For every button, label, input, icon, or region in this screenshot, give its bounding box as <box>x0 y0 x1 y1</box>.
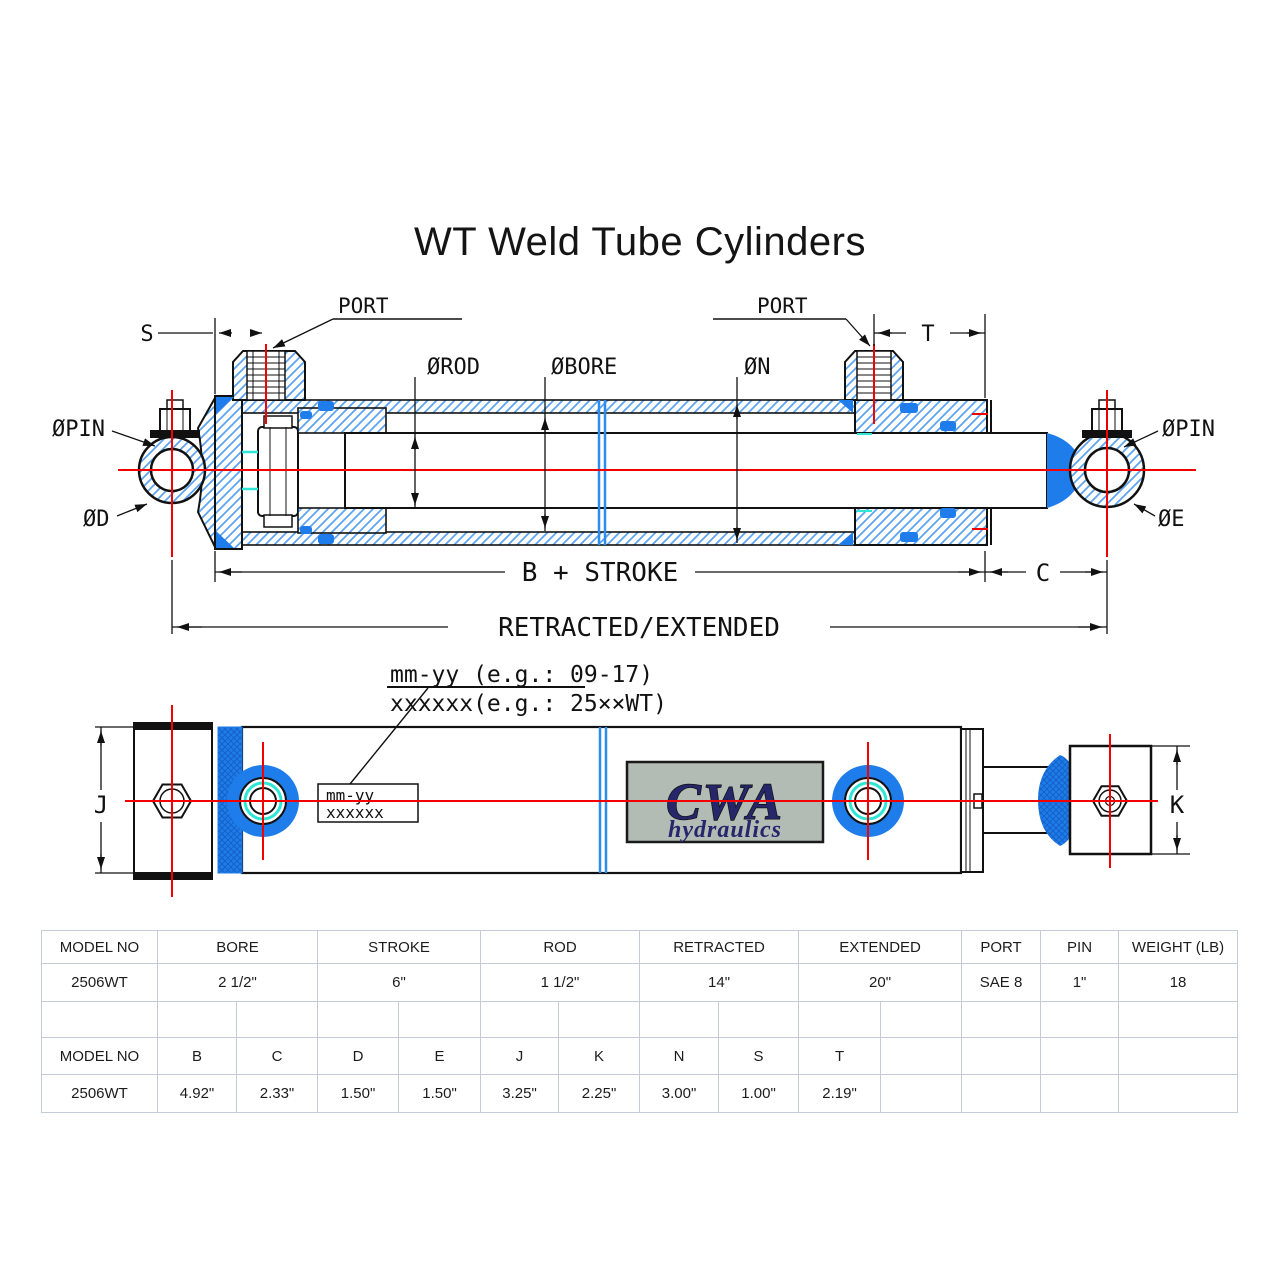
tube-seam-line <box>597 400 607 545</box>
side-dimensions <box>95 726 1190 874</box>
dim-value-row: 2506WT 4.92" 2.33" 1.50" 1.50" 3.25" 2.2… <box>41 1074 1239 1113</box>
dim-header-row: MODEL NO B C D E J K N S T <box>41 1037 1239 1075</box>
page-title: WT Weld Tube Cylinders <box>414 220 866 264</box>
spec-table: MODEL NO BORE STROKE ROD RETRACTED EXTEN… <box>41 930 1239 1113</box>
dim-value-cell: 2.19" <box>798 1074 882 1113</box>
side-centerlines <box>125 705 1158 897</box>
spec-header-cell: EXTENDED <box>798 930 963 964</box>
label-t: T <box>921 322 934 347</box>
label-d: ØD <box>83 507 110 532</box>
spec-value-cell: 2506WT <box>41 963 158 1002</box>
label-port-right: PORT <box>757 294 808 318</box>
spec-value-cell: 20" <box>798 963 963 1002</box>
weld-beads <box>216 397 853 548</box>
dim-header-cell: C <box>235 1037 319 1075</box>
annotation-line1: mm-yy (e.g.: 09-17) <box>390 662 653 688</box>
label-retracted-extended: RETRACTED/EXTENDED <box>498 613 780 643</box>
spacer-row <box>41 1001 1239 1038</box>
spec-header-cell: MODEL NO <box>41 930 158 964</box>
spec-value-cell: 14" <box>639 963 800 1002</box>
dim-value-cell: 1.50" <box>317 1074 400 1113</box>
centerlines <box>118 344 1196 557</box>
dimensions <box>111 314 1159 634</box>
label-c: C <box>1036 559 1050 587</box>
dim-header-cell: N <box>639 1037 720 1075</box>
dim-value-cell: 1.00" <box>718 1074 800 1113</box>
dim-value-cell: 1.50" <box>398 1074 482 1113</box>
spec-header-cell: STROKE <box>317 930 482 964</box>
label-n: ØN <box>744 355 771 380</box>
label-port-left: PORT <box>338 294 389 318</box>
label-rod: ØROD <box>427 355 480 380</box>
dim-header-cell: K <box>558 1037 641 1075</box>
label-s: S <box>140 322 153 347</box>
annotation-line2: xxxxxx(e.g.: 25××WT) <box>390 691 667 717</box>
label-e: ØE <box>1158 507 1185 532</box>
label-k: K <box>1170 791 1185 819</box>
spec-header-cell: WEIGHT (LB) <box>1118 930 1239 964</box>
label-pin-left: ØPIN <box>52 417 105 442</box>
dim-header-cell: S <box>718 1037 800 1075</box>
spec-value-cell: SAE 8 <box>961 963 1042 1002</box>
spec-value-cell: 2 1/2" <box>156 963 319 1002</box>
dim-value-cell: 3.25" <box>480 1074 560 1113</box>
spec-header-cell: ROD <box>480 930 641 964</box>
dim-header-cell: D <box>317 1037 400 1075</box>
label-b-stroke: B + STROKE <box>522 558 679 588</box>
left-pin <box>150 399 200 438</box>
spec-value-row: 2506WT 2 1/2" 6" 1 1/2" 14" 20" SAE 8 1"… <box>41 963 1239 1002</box>
spec-header-row: MODEL NO BORE STROKE ROD RETRACTED EXTEN… <box>41 930 1239 964</box>
dim-header-cell: T <box>798 1037 882 1075</box>
spec-header-cell: PORT <box>961 930 1042 964</box>
brand-logo: CWA hydraulics <box>625 760 825 844</box>
spec-value-cell: 6" <box>317 963 482 1002</box>
cylinder-side-drawing: mm-yy xxxxxx mm-yy (e.g.: 09-17) xxxxxx(… <box>94 662 1190 897</box>
spec-header-cell: BORE <box>156 930 319 964</box>
label-pin-right: ØPIN <box>1162 417 1215 442</box>
spec-value-cell: 1 1/2" <box>480 963 641 1002</box>
right-gland <box>854 399 992 546</box>
dim-header-cell: E <box>398 1037 482 1075</box>
dim-value-cell: 2506WT <box>41 1074 158 1113</box>
stamp-line2: xxxxxx <box>326 803 384 822</box>
spec-header-cell: PIN <box>1040 930 1120 964</box>
dim-header-cell: B <box>157 1037 237 1075</box>
cylinder-section-drawing: PORT PORT S T ØROD ØBORE ØN ØPIN ØD ØPIN… <box>52 294 1215 643</box>
piston-assembly <box>242 401 387 544</box>
brand-logo-text: CWA <box>666 774 784 831</box>
label-bore: ØBORE <box>551 355 617 380</box>
date-stamp <box>317 686 585 823</box>
dim-value-cell: 2.25" <box>558 1074 641 1113</box>
left-port-boss <box>232 350 306 401</box>
spec-value-cell: 18 <box>1118 963 1239 1002</box>
brand-logo-sub: hydraulics <box>668 817 782 843</box>
dim-header-cell: J <box>480 1037 560 1075</box>
dim-value-cell: 4.92" <box>157 1074 237 1113</box>
spec-header-cell: RETRACTED <box>639 930 800 964</box>
dim-header-cell: MODEL NO <box>41 1037 158 1075</box>
label-j: J <box>94 791 108 819</box>
dim-value-cell: 3.00" <box>639 1074 720 1113</box>
dim-value-cell: 2.33" <box>235 1074 319 1113</box>
spec-value-cell: 1" <box>1040 963 1120 1002</box>
